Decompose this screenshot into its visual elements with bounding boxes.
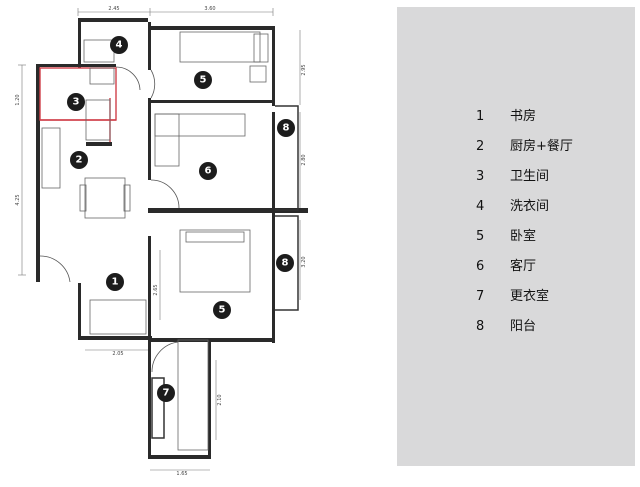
dimension-lines [18, 8, 301, 471]
room-marker-8-upper: 8 [277, 119, 295, 137]
legend-item-dressing-room: 7 更衣室 [397, 286, 635, 308]
legend-label: 厨房+餐厅 [510, 139, 573, 154]
legend-item-study: 1 书房 [397, 106, 635, 128]
room-marker-4-label: 4 [116, 40, 123, 51]
legend-label: 客厅 [510, 259, 537, 274]
room-marker-5-upper-label: 5 [200, 75, 207, 86]
svg-text:3.20: 3.20 [301, 256, 307, 267]
room-marker-5-lower: 5 [213, 301, 231, 319]
legend-number: 2 [476, 139, 485, 154]
room-markers: 4 5 3 8 2 6 8 1 [67, 36, 295, 402]
dimension-labels: 2.45 3.60 1.20 4.25 2.95 2.80 3.20 2.05 … [15, 6, 307, 477]
legend-number: 6 [476, 259, 485, 274]
svg-text:1.20: 1.20 [15, 94, 21, 105]
room-marker-2-label: 2 [76, 155, 83, 166]
legend-label: 洗衣间 [510, 199, 550, 214]
room-marker-8-lower-label: 8 [282, 258, 289, 269]
balconies [151, 105, 299, 439]
svg-text:2.65: 2.65 [153, 284, 159, 295]
legend-item-laundry: 4 洗衣间 [397, 196, 635, 218]
legend-item-balcony: 8 阳台 [397, 316, 635, 338]
doors [39, 66, 180, 373]
legend-number: 8 [476, 319, 485, 334]
legend-number: 3 [476, 169, 485, 184]
legend-label: 卧室 [510, 229, 537, 244]
legend-item-kitchen-dining: 2 厨房+餐厅 [397, 136, 635, 158]
svg-text:3.60: 3.60 [204, 6, 215, 12]
svg-text:1.65: 1.65 [176, 471, 187, 477]
svg-text:2.10: 2.10 [217, 394, 223, 405]
walls [36, 18, 308, 459]
room-marker-3-label: 3 [73, 97, 80, 108]
room-marker-5-lower-label: 5 [219, 305, 226, 316]
room-marker-3: 3 [67, 93, 85, 111]
floor-plan: 2.45 3.60 1.20 4.25 2.95 2.80 3.20 2.05 … [15, 6, 308, 477]
svg-text:2.05: 2.05 [112, 351, 123, 357]
legend-label: 卫生间 [510, 169, 550, 184]
legend-number: 7 [476, 289, 485, 304]
room-marker-7-label: 7 [163, 388, 170, 399]
room-marker-5-upper: 5 [194, 71, 212, 89]
legend-label: 阳台 [510, 319, 537, 334]
room-marker-7: 7 [157, 384, 175, 402]
legend-number: 1 [476, 109, 485, 124]
legend-label: 书房 [510, 109, 537, 124]
legend-number: 5 [476, 229, 485, 244]
legend-label: 更衣室 [510, 289, 550, 304]
room-marker-8-lower: 8 [276, 254, 294, 272]
legend-item-bedroom: 5 卧室 [397, 226, 635, 248]
room-marker-6: 6 [199, 162, 217, 180]
svg-text:2.45: 2.45 [108, 6, 119, 12]
svg-text:4.25: 4.25 [15, 194, 21, 205]
legend-panel: 1 书房 2 厨房+餐厅 3 卫生间 4 洗衣间 5 卧室 6 客厅 7 更衣室… [397, 7, 635, 466]
room-marker-1: 1 [106, 273, 124, 291]
legend-item-bathroom: 3 卫生间 [397, 166, 635, 188]
furniture [41, 31, 269, 451]
svg-text:2.95: 2.95 [301, 64, 307, 75]
legend-item-living-room: 6 客厅 [397, 256, 635, 278]
room-marker-1-label: 1 [112, 277, 119, 288]
room-marker-8-upper-label: 8 [283, 123, 290, 134]
legend-number: 4 [476, 199, 485, 214]
room-marker-2: 2 [70, 151, 88, 169]
svg-text:2.80: 2.80 [301, 154, 307, 165]
room-marker-6-label: 6 [205, 166, 212, 177]
room-marker-4: 4 [110, 36, 128, 54]
